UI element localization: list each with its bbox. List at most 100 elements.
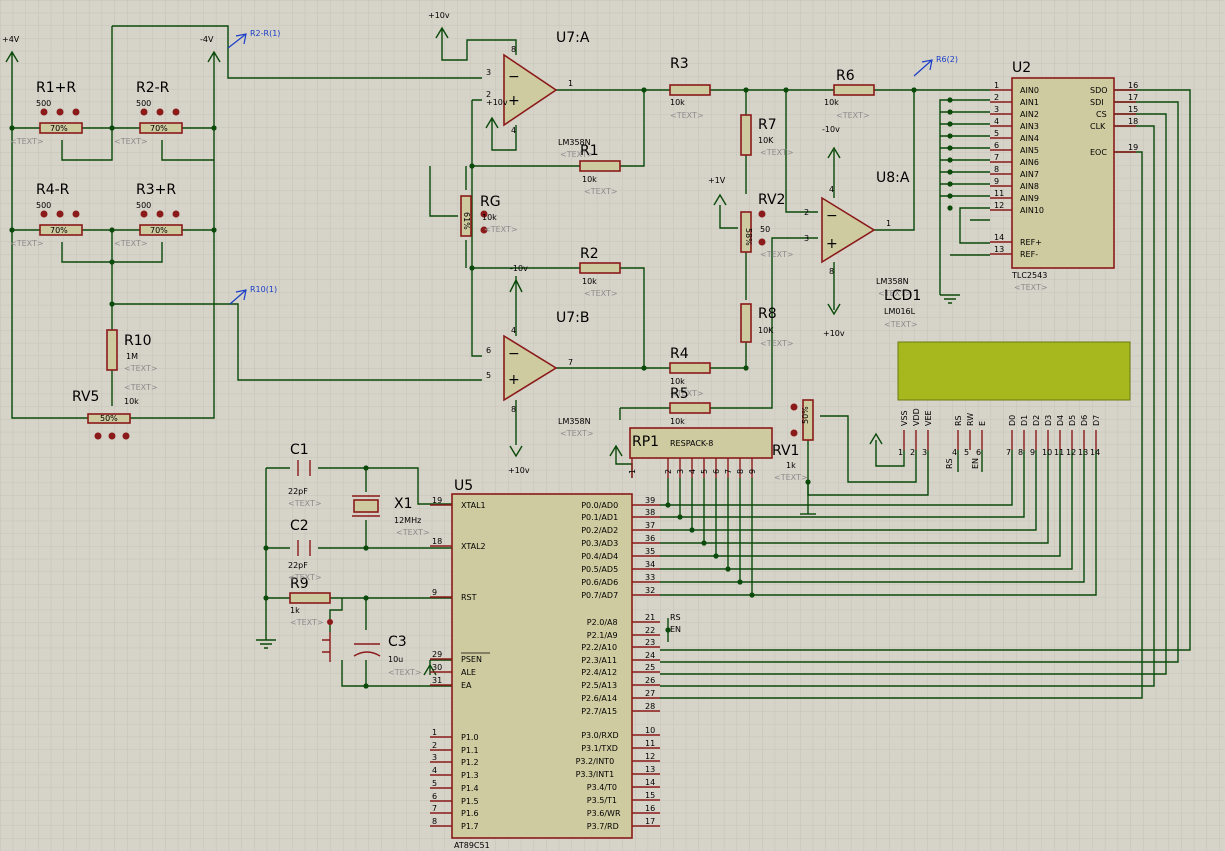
probe-r10: R10(1) (229, 285, 277, 305)
adc-u2-part: TLC2543 (1011, 271, 1047, 280)
mcu-pin-number: 2 (432, 741, 437, 750)
svg-text:+: + (508, 93, 520, 109)
lcd-pin-number: 14 (1090, 448, 1100, 457)
potentiometer-rg-value: 10k (482, 213, 497, 222)
bridge-r10-ref: R10 (124, 333, 152, 349)
resistor-r4-ref: R4 (670, 346, 689, 362)
bridge-r2-ref: R2-R (136, 80, 170, 96)
resistor-r1-text: <TEXT> (584, 187, 618, 196)
lcd-pin-name: D0 (1008, 415, 1017, 426)
respack-pin-number: 9 (748, 469, 757, 474)
mcu-pin-number: 27 (645, 689, 655, 698)
adc-pin-name: REF+ (1020, 238, 1042, 247)
lcd-pin-number: 7 (1006, 448, 1011, 457)
svg-text:4: 4 (829, 185, 834, 194)
resistor-r7-value: 10K (758, 136, 774, 145)
terminal-p1v: +1V (708, 176, 727, 206)
resistor-r5: R5 10k (669, 386, 711, 426)
opamp-u8a-text: <TEXT> (878, 289, 912, 298)
capacitor-c1-value: 22pF (288, 487, 308, 496)
mcu-pin-name: P2.3/A11 (581, 656, 617, 665)
resistor-r8-ref: R8 (758, 306, 777, 322)
adc-pin-number: 12 (994, 201, 1004, 210)
resistor-r1: R1 10k <TEXT> (579, 143, 621, 196)
resistor-r9: R9 1k <TEXT> (289, 576, 331, 627)
mcu-pin-name: RST (461, 593, 477, 602)
mcu-pin-number: 30 (432, 663, 442, 672)
bridge-r4: 70% R4-R 500 <TEXT> (10, 182, 83, 248)
mcu-pin-name: P0.0/AD0 (581, 501, 618, 510)
terminal-u7b-p10v (509, 276, 523, 293)
resistor-r9-ref: R9 (290, 576, 309, 592)
opamp-u7a-supply-label: +10v (486, 98, 508, 107)
respack-pin-number: 5 (700, 469, 709, 474)
reset-button[interactable] (322, 619, 333, 662)
potentiometer-rv1-percent: 50% (801, 406, 810, 424)
resistor-r3-ref: R3 (670, 56, 689, 72)
mcu-net-rs: RS (670, 613, 681, 622)
mcu-pin-number: 1 (432, 728, 437, 737)
capacitor-c1: C1 22pF <TEXT> (288, 442, 322, 508)
terminal-u7-p10v-label: +10v (428, 11, 450, 20)
mcu-pin-name: P0.4/AD4 (581, 552, 618, 561)
wires (11, 25, 1191, 699)
bridge-r1: 70% R1+R 500 <TEXT> (10, 80, 83, 146)
lcd-net-en: EN (971, 458, 980, 469)
bridge-r10-value: 1M (126, 352, 138, 361)
adc-pin-number: 14 (994, 233, 1004, 242)
crystal-x1-ref: X1 (394, 496, 413, 512)
adc-u2: U2 TLC2543 <TEXT> 1AIN02AIN13AIN24AIN35A… (990, 60, 1138, 292)
adc-pin-name: CS (1096, 110, 1107, 119)
mcu-pin-name: P1.1 (461, 746, 479, 755)
mcu-u5-ref: U5 (454, 478, 473, 494)
lcd-pin-name: VSS (900, 410, 909, 426)
bridge-r2-value: 500 (136, 99, 151, 108)
mcu-pin-name: PSEN (461, 655, 482, 664)
adc-pin-name: REF- (1020, 250, 1038, 259)
ground-symbol-rv1 (800, 482, 816, 515)
adc-pin-name: SDO (1090, 86, 1108, 95)
lcd-pin-number: 8 (1018, 448, 1023, 457)
mcu-pin-name: P1.3 (461, 771, 479, 780)
mcu-pin-name: XTAL1 (461, 501, 486, 510)
svg-text:5: 5 (486, 371, 491, 380)
potentiometer-rg-text: <TEXT> (484, 225, 518, 234)
respack-pin-number: 7 (724, 469, 733, 474)
resistor-r8-text: <TEXT> (760, 339, 794, 348)
capacitor-c2-value: 22pF (288, 561, 308, 570)
bridge-rv5-value: 10k (124, 397, 139, 406)
lcd-pin-number: 1 (898, 448, 903, 457)
resistor-r5-ref: R5 (670, 386, 689, 402)
power-terminals: +4V -4V +10v +10v -10v +10v (2, 11, 960, 676)
adc-pin-name: AIN8 (1020, 182, 1039, 191)
mcu-pin-name: P1.2 (461, 758, 479, 767)
lcd-pin-name: RW (966, 413, 975, 426)
bridge-r2: 70% R2-R 500 <TEXT> (114, 80, 183, 146)
terminal-u8-p10v: +10v (823, 303, 845, 338)
resistor-r1-value: 10k (582, 175, 597, 184)
potentiometer-rg-ref: RG (480, 194, 501, 210)
resistor-r3: R3 10k <TEXT> (669, 56, 711, 120)
lcd-text: <TEXT> (884, 320, 918, 329)
resistor-r1-ref: R1 (580, 143, 599, 159)
svg-text:6: 6 (486, 346, 491, 355)
lcd-pin-name: VDD (912, 408, 921, 426)
mcu-pin-number: 37 (645, 521, 655, 530)
opamp-u7b-part: LM358N (558, 417, 591, 426)
mcu-pin-number: 19 (432, 496, 442, 505)
mcu-pin-name: P1.4 (461, 784, 479, 793)
potentiometer-rv1: 50% RV1 1k <TEXT> (772, 399, 814, 482)
opamp-u7b: −+ 65 748 U7:B LM358N <TEXT> -10v (486, 264, 594, 438)
mcu-pin-number: 36 (645, 534, 655, 543)
mcu-pin-number: 8 (432, 817, 437, 826)
lcd-pin-number: 6 (976, 448, 981, 457)
adc-pin-number: 13 (994, 245, 1004, 254)
adc-pin-number: 15 (1128, 105, 1138, 114)
lcd-pin-number: 3 (922, 448, 927, 457)
adc-pin-name: CLK (1090, 122, 1106, 131)
terminal-p4v: +4V (2, 35, 20, 66)
mcu-pin-name: P1.0 (461, 733, 479, 742)
lcd-pins: VSS1VDD2VEE3RS4RW5E6D07D18D29D310D411D51… (898, 408, 1101, 457)
potentiometer-rv1-value: 1k (786, 461, 796, 470)
adc-pin-name: AIN4 (1020, 134, 1039, 143)
